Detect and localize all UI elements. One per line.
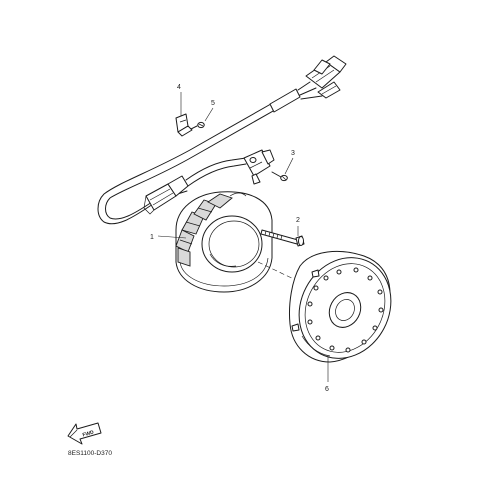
callout-5: 5 [211,100,215,107]
callout-2: 2 [296,217,300,224]
harness-connector [143,175,189,215]
diagram-code: 8ES1100-D370 [68,450,112,457]
part-1-stator [175,191,273,293]
coupler-connector [305,55,347,99]
pickup-coil-sensor [243,149,275,185]
callout-3: 3 [291,150,295,157]
callout-1: 1 [150,234,154,241]
callout-6: 6 [325,386,329,393]
part-4-bracket [175,113,193,137]
callout-4: 4 [177,84,181,91]
part-5-screw [190,121,205,130]
wire-harness [97,81,323,225]
part-6-rotor [289,250,392,363]
leader-lines [157,92,329,382]
fwd-arrow-icon: FWD [67,422,102,445]
part-3-screw [271,171,288,182]
fwd-label: FWD [82,429,95,438]
part-2-bolt [260,229,305,247]
